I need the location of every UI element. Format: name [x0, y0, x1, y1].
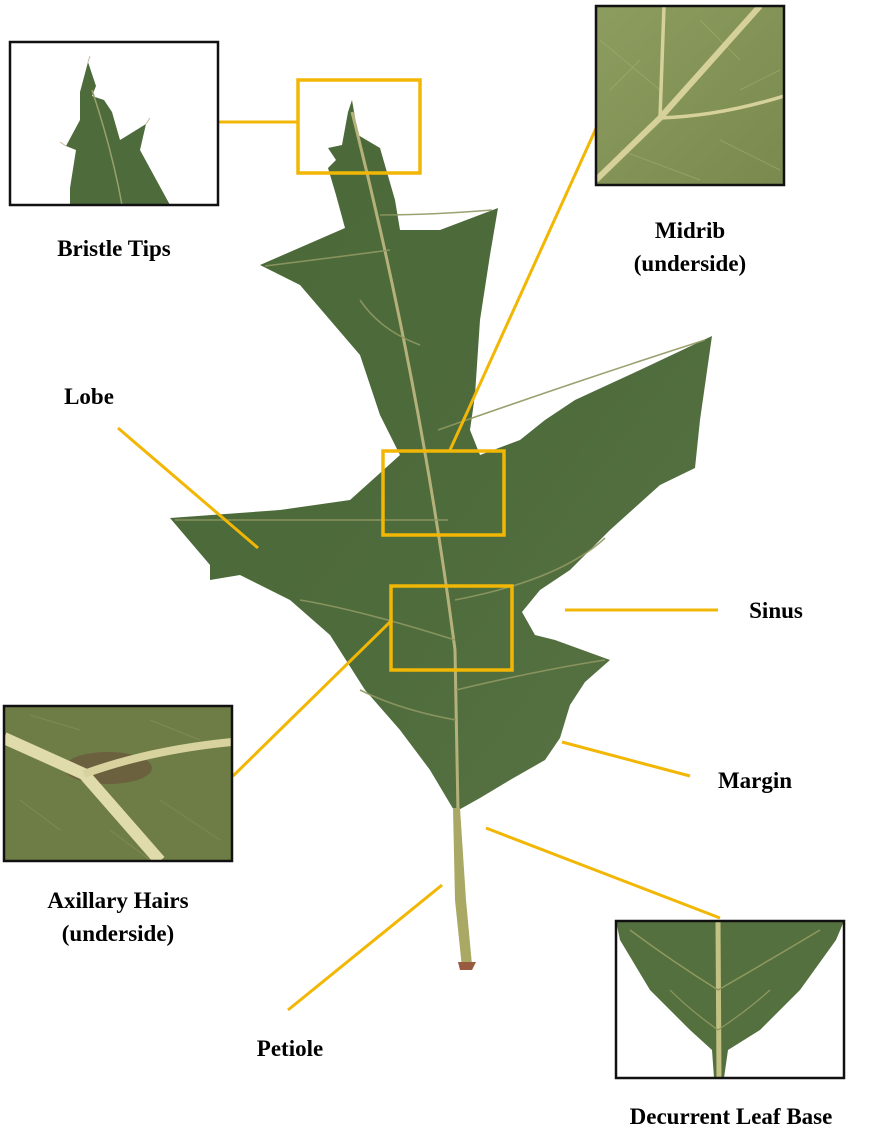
- label-petiole-text: Petiole: [257, 1036, 323, 1061]
- petiole-end: [458, 962, 476, 970]
- leaf-blade: [170, 100, 712, 812]
- inset-axillary-hairs: [4, 706, 232, 861]
- inset-decurrent-base: [616, 921, 844, 1078]
- inset-midrib: [596, 6, 784, 185]
- label-petiole: Petiole: [220, 1032, 360, 1065]
- label-margin: Margin: [690, 764, 820, 797]
- label-decurrent-base: Decurrent Leaf Base: [600, 1100, 862, 1133]
- label-midrib: Midrib (underside): [596, 214, 784, 281]
- label-bristle-tips: Bristle Tips: [10, 232, 218, 265]
- label-sinus-text: Sinus: [749, 598, 803, 623]
- label-axillary-line2: (underside): [4, 917, 232, 950]
- label-lobe: Lobe: [44, 380, 134, 413]
- label-sinus: Sinus: [726, 594, 826, 627]
- inset-bristle-tips: [10, 42, 218, 205]
- callout-line-margin: [562, 742, 690, 776]
- label-lobe-text: Lobe: [64, 384, 114, 409]
- label-midrib-line2: (underside): [596, 247, 784, 280]
- callout-line-axillary: [233, 622, 390, 776]
- label-margin-text: Margin: [718, 768, 792, 793]
- label-axillary-hairs: Axillary Hairs (underside): [4, 884, 232, 951]
- label-decurrent-text: Decurrent Leaf Base: [630, 1104, 833, 1129]
- leaf-petiole: [453, 808, 472, 968]
- label-midrib-line1: Midrib: [596, 214, 784, 247]
- callout-line-petiole: [288, 885, 442, 1010]
- label-axillary-line1: Axillary Hairs: [4, 884, 232, 917]
- callout-line-decurrent: [486, 828, 720, 918]
- label-bristle-tips-text: Bristle Tips: [57, 236, 171, 261]
